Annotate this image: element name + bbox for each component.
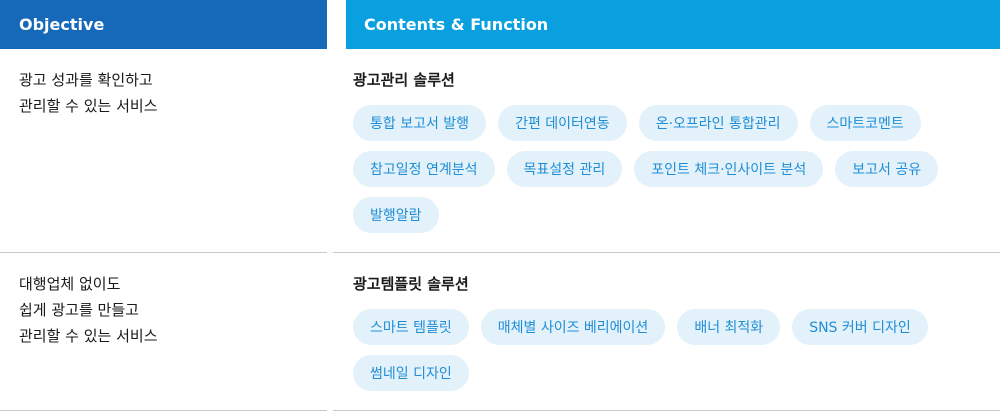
header-objective: Objective (0, 0, 327, 49)
header-gap (327, 0, 346, 49)
tag-chip: 배너 최적화 (677, 309, 781, 345)
tag-list: 통합 보고서 발행 간편 데이터연동 온·오프라인 통합관리 스마트코멘트 참고… (353, 105, 973, 233)
tag-chip: 발행알람 (353, 197, 439, 233)
contents-cell: 광고템플릿 솔루션 스마트 템플릿 매체별 사이즈 베리에이션 배너 최적화 S… (333, 253, 1000, 411)
tag-chip: 목표설정 관리 (506, 151, 623, 187)
tag-chip: 매체별 사이즈 베리에이션 (480, 309, 666, 345)
objective-line: 광고 성과를 확인하고 (19, 71, 153, 89)
objective-line: 관리할 수 있는 서비스 (19, 97, 158, 115)
row-divider-left (0, 252, 327, 253)
tag-chip: 스마트 템플릿 (353, 309, 469, 345)
tag-chip: 온·오프라인 통합관리 (638, 105, 798, 141)
row-divider-right (333, 252, 1000, 253)
tag-chip: 스마트코멘트 (809, 105, 921, 141)
table-row-2: 대행업체 없이도 쉽게 광고를 만들고 관리할 수 있는 서비스 광고템플릿 솔… (0, 253, 1000, 411)
table-header: Objective Contents & Function (0, 0, 1000, 49)
tag-chip: 썸네일 디자인 (353, 355, 469, 391)
header-contents: Contents & Function (346, 0, 1000, 49)
tag-chip: SNS 커버 디자인 (792, 309, 928, 345)
objective-line: 관리할 수 있는 서비스 (19, 327, 158, 345)
tag-chip: 포인트 체크·인사이트 분석 (634, 151, 824, 187)
tag-chip: 통합 보고서 발행 (353, 105, 487, 141)
tag-chip: 보고서 공유 (835, 151, 939, 187)
contents-cell: 광고관리 솔루션 통합 보고서 발행 간편 데이터연동 온·오프라인 통합관리 … (333, 49, 1000, 253)
solution-title: 광고템플릿 솔루션 (353, 275, 469, 293)
tag-chip: 참고일정 연계분석 (353, 151, 495, 187)
solution-title: 광고관리 솔루션 (353, 71, 455, 89)
objective-line: 쉽게 광고를 만들고 (19, 301, 139, 319)
tag-list: 스마트 템플릿 매체별 사이즈 베리에이션 배너 최적화 SNS 커버 디자인 … (353, 309, 973, 391)
table-row-1: 광고 성과를 확인하고 관리할 수 있는 서비스 광고관리 솔루션 통합 보고서… (0, 49, 1000, 253)
objective-cell: 대행업체 없이도 쉽게 광고를 만들고 관리할 수 있는 서비스 (0, 253, 327, 411)
objective-cell: 광고 성과를 확인하고 관리할 수 있는 서비스 (0, 49, 327, 253)
tag-chip: 간편 데이터연동 (498, 105, 627, 141)
objective-line: 대행업체 없이도 (19, 275, 121, 293)
